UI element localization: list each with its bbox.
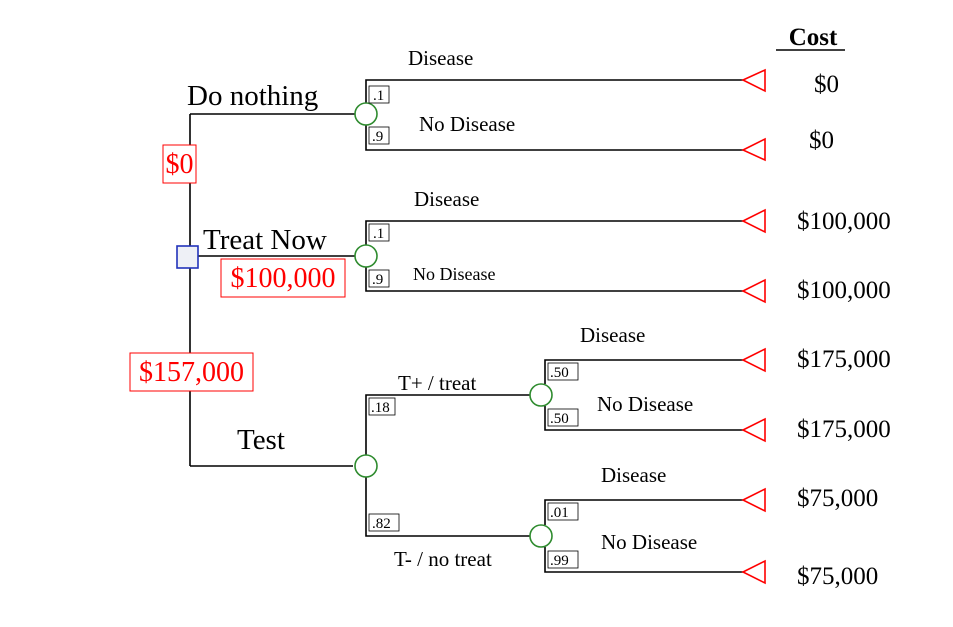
cost-header: Cost	[789, 24, 838, 51]
value-do-nothing: $0	[166, 149, 194, 180]
branch-label-tn-disease: Disease	[414, 187, 479, 211]
terminal-tp-disease	[741, 347, 766, 373]
chance-node-test-positive	[529, 383, 553, 407]
prob-box-tp-disease	[547, 362, 579, 381]
prob-box-test-negative	[368, 513, 400, 532]
prob-test-positive: .18	[371, 400, 390, 416]
branch-label-test-negative: T- / no treat	[394, 547, 492, 571]
prob-box-test-positive	[368, 397, 396, 416]
prob-tp-nodisease: .50	[550, 411, 569, 427]
terminal-tn-nodisease	[741, 278, 766, 304]
edge-test-positive	[365, 394, 530, 455]
branch-label-tp-disease: Disease	[580, 323, 645, 347]
prob-box-tp-nodisease	[547, 408, 579, 427]
decision-node	[176, 245, 199, 269]
chance-nodes	[354, 102, 553, 548]
branch-label-tp-nodisease: No Disease	[597, 392, 693, 416]
cost-values: $0 $0 $100,000 $100,000 $175,000 $175,00…	[797, 71, 891, 590]
option-label-treat-now: Treat Now	[203, 224, 327, 256]
prob-tp-disease: .50	[550, 365, 569, 381]
value-box-test	[129, 352, 254, 392]
terminal-dn-disease	[741, 68, 766, 93]
prob-tn-nodisease: .9	[372, 272, 383, 288]
prob-dn-disease: .1	[373, 88, 384, 104]
chance-node-do-nothing	[354, 102, 378, 126]
terminal-tneg-nodisease	[741, 559, 766, 585]
prob-tneg-disease: .01	[550, 505, 569, 521]
edge-tneg-nodisease	[544, 547, 745, 573]
prob-tn-disease: .1	[373, 226, 384, 242]
probability-labels: .1 .9 .1 .9 .18 .82 .50 .50 .01 .99	[368, 85, 579, 569]
edge-dn-nodisease	[365, 125, 745, 151]
prob-box-tneg-nodisease	[547, 550, 579, 569]
prob-box-dn-nodisease	[368, 126, 390, 145]
option-label-do-nothing: Do nothing	[187, 80, 318, 112]
branch-label-dn-disease: Disease	[408, 46, 473, 70]
prob-dn-nodisease: .9	[372, 129, 383, 145]
tree-lines	[189, 79, 745, 573]
terminal-tneg-disease	[741, 487, 766, 513]
chance-node-test-negative	[529, 524, 553, 548]
edge-tn-disease	[365, 220, 745, 246]
edge-tneg-disease	[544, 499, 745, 525]
prob-box-tneg-disease	[547, 502, 579, 521]
prob-test-negative: .82	[372, 516, 391, 532]
edge-tp-nodisease	[544, 406, 745, 431]
value-box-do-nothing	[162, 144, 197, 184]
terminal-tp-nodisease	[741, 417, 766, 443]
terminal-nodes	[741, 68, 766, 585]
edge-test-negative	[365, 477, 530, 537]
branch-label-tneg-nodisease: No Disease	[601, 530, 697, 554]
branch-label-dn-nodisease: No Disease	[419, 112, 515, 136]
edge-tn-nodisease	[365, 267, 745, 292]
edge-tp-disease	[544, 359, 745, 384]
prob-tneg-nodisease: .99	[550, 553, 569, 569]
branch-label-tn-nodisease: No Disease	[413, 264, 495, 284]
prob-box-tn-nodisease	[368, 269, 390, 288]
chance-node-treat-now	[354, 244, 378, 268]
cost-dn-disease: $0	[814, 71, 839, 98]
value-treat-now: $100,000	[231, 263, 336, 294]
chance-node-test	[354, 454, 378, 478]
prob-box-tn-disease	[368, 223, 390, 242]
value-test: $157,000	[139, 357, 244, 388]
cost-tn-nodisease: $100,000	[797, 277, 891, 304]
edge-dn-disease	[365, 79, 745, 104]
prob-box-dn-disease	[368, 85, 390, 104]
cost-dn-nodisease: $0	[809, 127, 834, 154]
option-label-test: Test	[237, 424, 285, 456]
cost-tneg-disease: $75,000	[797, 485, 878, 512]
cost-tn-disease: $100,000	[797, 208, 891, 235]
cost-tneg-nodisease: $75,000	[797, 563, 878, 590]
branch-label-test-positive: T+ / treat	[398, 371, 476, 395]
branch-label-tneg-disease: Disease	[601, 463, 666, 487]
terminal-dn-nodisease	[741, 137, 766, 162]
terminal-tn-disease	[741, 208, 766, 234]
cost-tp-disease: $175,000	[797, 346, 891, 373]
value-box-treat-now	[220, 258, 346, 298]
cost-tp-nodisease: $175,000	[797, 416, 891, 443]
